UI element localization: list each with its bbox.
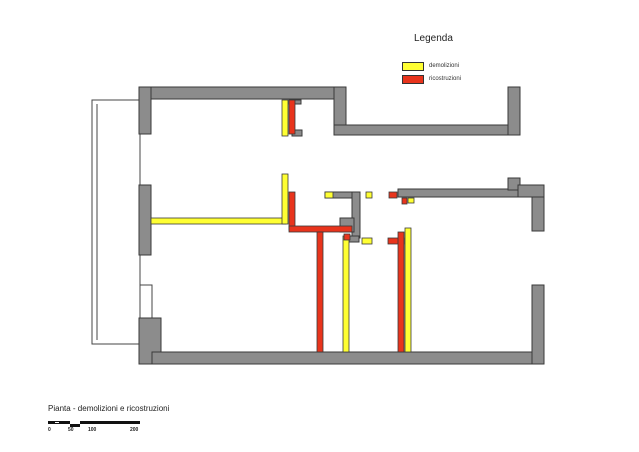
wall-corridor-end [507,177,521,191]
existing-walls [138,86,545,365]
demolition-right-top [407,197,415,204]
scale-tick-100: 100 [88,427,97,433]
scale-seg [92,421,140,424]
wall-center-bottom [348,235,360,243]
scale-tick-200: 200 [130,427,139,433]
legend-label-demolizioni: demolizioni [429,63,460,69]
legend-swatch-demolizioni [402,61,424,71]
demolition-left-horizontal [150,217,287,225]
legend-item-ricostruzioni: ricostruzioni [402,74,461,84]
reconstructions [288,99,408,353]
scale-tick-50: 50 [68,427,74,433]
demolitions [150,99,415,353]
scale-seg [80,421,92,424]
scale-seg [48,421,54,424]
plan-caption: Pianta - demolizioni e ricostruzioni [48,404,170,413]
reconstruction-right-top [401,197,408,205]
demolition-center-top-right [365,191,373,199]
wall-top-right [333,124,521,136]
wall-right-upper [507,86,521,136]
wall-corridor-block [517,184,545,198]
scale-seg [70,424,80,427]
legend-label-ricostruzioni: ricostruzioni [429,76,462,82]
balcony-frame [91,99,141,345]
reconstruction-right-vertical [397,231,405,353]
reconstruction-l-horizontal [288,225,353,233]
scale-seg [60,421,70,424]
legend-item-demolizioni: demolizioni [402,61,459,71]
legend-title: Legenda [414,33,453,44]
reconstruction-right-stub [388,191,398,199]
reconstruction-l-vertical [288,191,296,231]
wall-left-middle [138,184,152,256]
wall-top [138,86,347,100]
demolition-upper-post [281,99,289,137]
demolition-center-vertical [342,235,350,353]
demolition-center-top [324,191,334,199]
wall-right-lower [531,284,545,365]
wall-left-upper [138,86,152,135]
scale-bar: 0 50 100 200 [48,419,140,433]
scale-seg [54,421,60,424]
demolition-center-lower-h [361,237,373,245]
demolition-left-vertical [281,173,289,225]
reconstruction-center-stub [343,233,351,241]
balcony-door [139,284,153,319]
demolition-right-vertical [404,227,412,353]
legend-swatch-ricostruzioni [402,74,424,84]
wall-bottom [151,351,545,365]
reconstruction-upper-post [288,99,296,135]
reconstruction-center-vertical [316,231,324,353]
scale-tick-0: 0 [48,427,51,433]
